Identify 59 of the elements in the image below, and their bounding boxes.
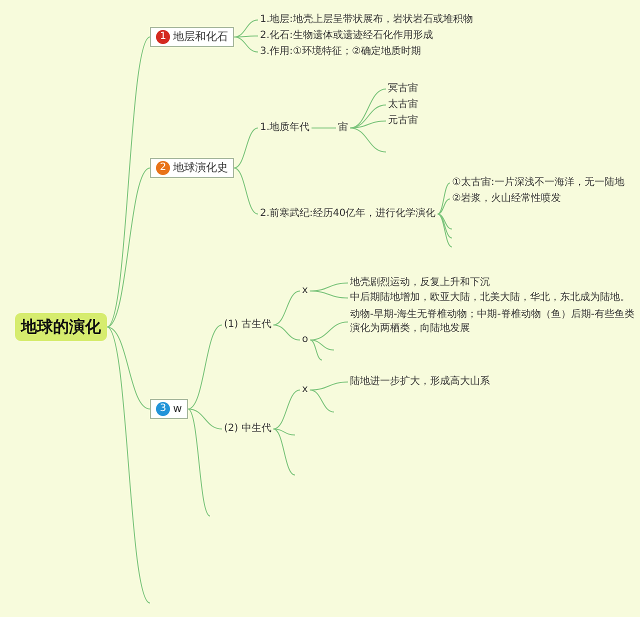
branch-line bbox=[309, 290, 348, 298]
branch-line bbox=[350, 128, 386, 152]
branch-line bbox=[437, 214, 452, 238]
branch-text: 1.地质年代 bbox=[258, 121, 312, 135]
topic-box bbox=[150, 399, 188, 419]
branch-text: (2) 中生代 bbox=[222, 422, 274, 436]
branch-text: 宙 bbox=[336, 121, 350, 135]
branch-text: 中后期陆地增加，欧亚大陆，北美大陆，华北，东北成为陆地。 bbox=[348, 291, 632, 305]
branch-text: o bbox=[300, 333, 310, 347]
branch-line bbox=[310, 340, 322, 360]
branch-line bbox=[272, 428, 296, 476]
branch-line bbox=[310, 340, 334, 350]
branch-line bbox=[350, 88, 386, 128]
root-topic: 地球的演化 bbox=[15, 313, 107, 341]
branch-text: x bbox=[300, 383, 310, 397]
branch-line bbox=[309, 390, 334, 412]
branch-text: ①太古宙:一片深浅不一海洋，无一陆地 bbox=[450, 176, 626, 190]
number-badge: 2 bbox=[156, 161, 170, 175]
branch-text: 1.地层:地壳上层呈带状展布，岩状岩石或堆积物 bbox=[258, 13, 475, 27]
branch-line bbox=[437, 182, 450, 214]
branch-line bbox=[234, 36, 258, 38]
branch-line bbox=[234, 20, 258, 38]
branch-line bbox=[106, 36, 150, 328]
branch-text: ②岩浆，火山经常性喷发 bbox=[450, 192, 563, 206]
branch-line bbox=[188, 324, 222, 410]
branch-text: 地壳剧烈运动，反复上升和下沉 bbox=[348, 276, 492, 290]
branch-text: 冥古宙 bbox=[386, 82, 420, 96]
number-badge: 3 bbox=[156, 402, 170, 416]
branch-line bbox=[106, 326, 150, 410]
branch-line bbox=[437, 214, 452, 248]
branch-line bbox=[272, 324, 300, 340]
topic-box bbox=[150, 158, 234, 178]
branch-text: 动物-早期-海生无脊椎动物；中期-脊椎动物（鱼）后期-有些鱼类演化为两栖类，向陆地发展 bbox=[348, 308, 637, 336]
branch-line bbox=[234, 128, 258, 168]
branch-line bbox=[188, 408, 222, 430]
branch-line bbox=[234, 36, 258, 52]
branch-line bbox=[272, 290, 300, 326]
branch-line bbox=[106, 326, 150, 604]
branch-line bbox=[234, 168, 258, 214]
branch-text: 2.化石:生物遗体或遗迹经石化作用形成 bbox=[258, 29, 435, 43]
branch-line bbox=[437, 214, 452, 230]
branch-line bbox=[106, 168, 150, 328]
topic-title: w bbox=[173, 402, 182, 416]
branch-line bbox=[272, 428, 296, 436]
topic-title: 地球演化史 bbox=[173, 161, 228, 175]
branch-line bbox=[188, 408, 210, 516]
branch-text: 2.前寒武纪:经历40亿年，进行化学演化 bbox=[258, 207, 438, 221]
topic-title: 地层和化石 bbox=[173, 30, 228, 44]
number-badge: 1 bbox=[156, 30, 170, 44]
branch-line bbox=[437, 198, 450, 214]
branch-line bbox=[309, 382, 348, 390]
branch-line bbox=[272, 390, 300, 430]
branch-text: x bbox=[300, 284, 310, 298]
branch-text: 陆地进一步扩大，形成高大山系 bbox=[348, 375, 492, 389]
topic-box bbox=[150, 27, 234, 47]
branch-text: 太古宙 bbox=[386, 98, 420, 112]
branch-text: 元古宙 bbox=[386, 114, 420, 128]
branch-text: (1) 古生代 bbox=[222, 318, 274, 332]
branch-text: 3.作用:①环境特征；②确定地质时期 bbox=[258, 45, 423, 59]
